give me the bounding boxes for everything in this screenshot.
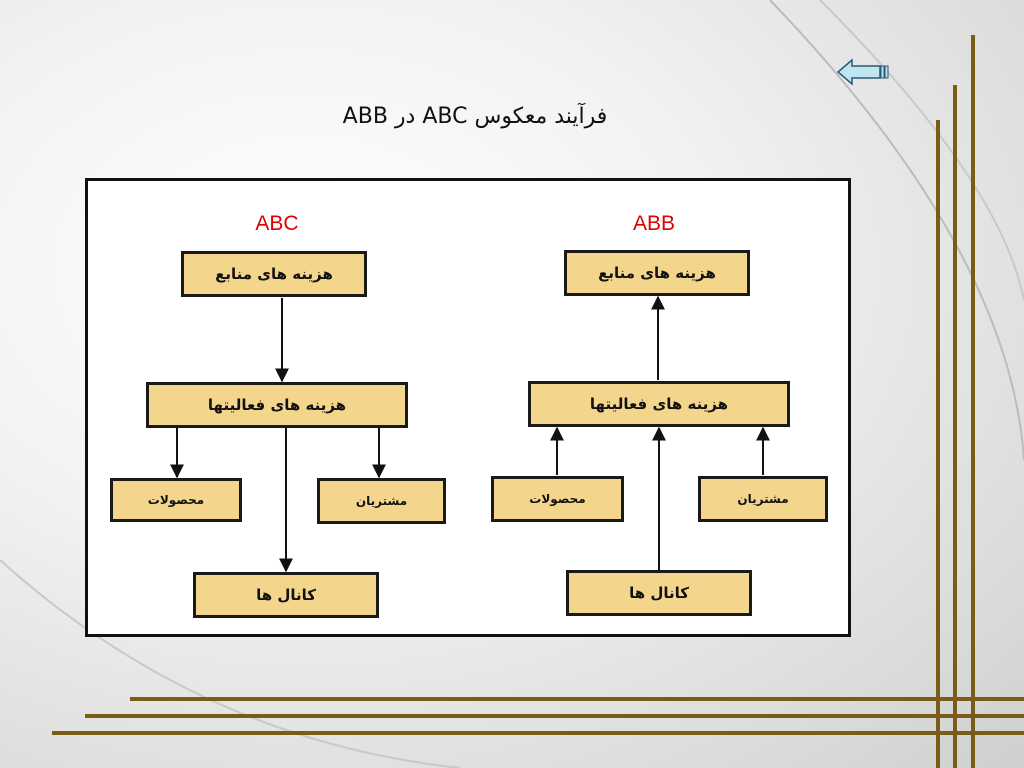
abb-products-box: محصولات: [491, 476, 624, 522]
abb-channels-box: کانال ها: [566, 570, 752, 616]
abc-products-box: محصولات: [110, 478, 242, 522]
abb-heading: ABB: [632, 212, 676, 235]
abb-activity-costs-box: هزینه های فعالیتها: [528, 381, 790, 427]
back-arrow-icon[interactable]: [836, 58, 890, 86]
abc-activity-costs-box: هزینه های فعالیتها: [146, 382, 408, 428]
slide-title: فرآیند معکوس ABC در ABB: [342, 104, 608, 129]
abc-channels-box: کانال ها: [193, 572, 379, 618]
abb-customers-box: مشتریان: [698, 476, 828, 522]
abc-heading: ABC: [255, 212, 299, 235]
abc-customers-box: مشتریان: [317, 478, 446, 524]
abb-resource-costs-box: هزینه های منابع: [564, 250, 750, 296]
abc-resource-costs-box: هزینه های منابع: [181, 251, 367, 297]
